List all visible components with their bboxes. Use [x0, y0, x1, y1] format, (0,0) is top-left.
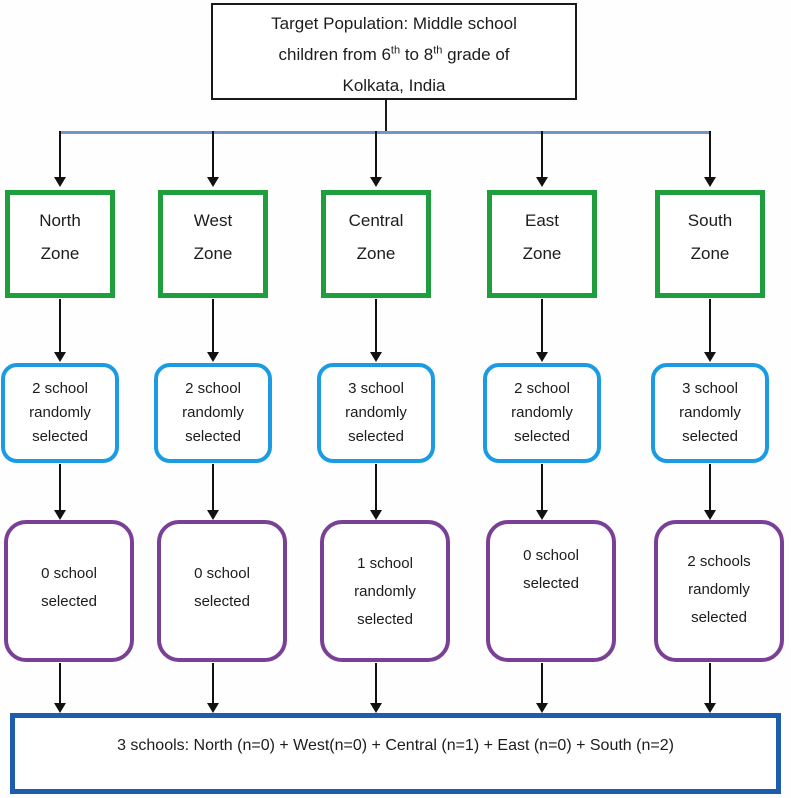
down-arrow-icon [709, 464, 711, 510]
down-arrow-icon [59, 131, 61, 177]
selection-label: selected [523, 575, 579, 592]
selection-label: randomly [688, 581, 750, 598]
down-arrow-icon [375, 131, 377, 177]
sampling-box-east: 2 school randomly selected [483, 363, 601, 463]
sampling-label: 3 school [682, 380, 738, 397]
sampling-label: 3 school [348, 380, 404, 397]
superscript-th: th [390, 44, 401, 57]
zone-box-central: Central Zone [321, 190, 431, 298]
selection-label: 1 school [357, 555, 413, 572]
down-arrow-icon [212, 131, 214, 177]
down-arrow-icon [59, 299, 61, 352]
sampling-box-south: 3 school randomly selected [651, 363, 769, 463]
selection-label: randomly [354, 583, 416, 600]
zone-box-south: South Zone [655, 190, 765, 298]
down-arrow-icon [59, 464, 61, 510]
target-population-box: Target Population: Middle school childre… [211, 3, 577, 100]
down-arrow-icon [709, 131, 711, 177]
target-population-line3: Kolkata, India [342, 76, 446, 95]
target-population-line2-text: to 8 [400, 45, 434, 64]
zone-label: Zone [356, 244, 396, 263]
zone-label: Zone [40, 244, 80, 263]
down-arrow-icon [541, 663, 543, 703]
zone-box-east: East Zone [487, 190, 597, 298]
down-arrow-icon [375, 299, 377, 352]
selection-label: 2 schools [687, 553, 751, 570]
selection-label: selected [357, 611, 413, 628]
selection-label: 0 school [41, 565, 97, 582]
superscript-th: th [433, 44, 443, 57]
target-population-line2-text: grade of [442, 45, 510, 64]
sampling-box-north: 2 school randomly selected [1, 363, 119, 463]
zone-label: North [39, 211, 81, 230]
target-population-line1: Target Population: Middle school [271, 14, 517, 33]
sampling-label: randomly [345, 404, 407, 421]
selection-label: 0 school [194, 565, 250, 582]
sampling-label: 2 school [514, 380, 570, 397]
selection-label: selected [691, 609, 747, 626]
zone-label: Zone [690, 244, 730, 263]
target-population-line2: children from 6th to 8th grade of [213, 39, 575, 70]
connector-stub-line [385, 100, 387, 133]
selection-box-east: 0 school selected [486, 520, 616, 662]
down-arrow-icon [375, 464, 377, 510]
down-arrow-icon [212, 299, 214, 352]
sampling-label: selected [514, 428, 570, 445]
zone-label: Zone [193, 244, 233, 263]
sampling-label: selected [682, 428, 738, 445]
zone-label: Zone [522, 244, 562, 263]
selection-box-south: 2 schools randomly selected [654, 520, 784, 662]
summary-box: 3 schools: North (n=0) + West(n=0) + Cen… [10, 713, 781, 794]
sampling-label: selected [348, 428, 404, 445]
connector-horizontal-line [61, 131, 711, 134]
target-population-line2-text: children from 6 [278, 45, 391, 64]
sampling-label: randomly [182, 404, 244, 421]
selection-box-central: 1 school randomly selected [320, 520, 450, 662]
sampling-label: 2 school [32, 380, 88, 397]
sampling-label: 2 school [185, 380, 241, 397]
zone-label: Central [348, 211, 404, 230]
summary-text: 3 schools: North (n=0) + West(n=0) + Cen… [117, 737, 674, 754]
down-arrow-icon [541, 299, 543, 352]
down-arrow-icon [541, 131, 543, 177]
zone-label: West [193, 211, 233, 230]
selection-box-north: 0 school selected [4, 520, 134, 662]
selection-box-west: 0 school selected [157, 520, 287, 662]
zone-label: South [687, 211, 733, 230]
sampling-label: selected [32, 428, 88, 445]
selection-label: selected [41, 593, 97, 610]
down-arrow-icon [375, 663, 377, 703]
zone-box-west: West Zone [158, 190, 268, 298]
down-arrow-icon [212, 663, 214, 703]
down-arrow-icon [709, 663, 711, 703]
down-arrow-icon [541, 464, 543, 510]
sampling-box-central: 3 school randomly selected [317, 363, 435, 463]
zone-label: East [524, 211, 560, 230]
down-arrow-icon [212, 464, 214, 510]
sampling-box-west: 2 school randomly selected [154, 363, 272, 463]
selection-label: 0 school [523, 547, 579, 564]
down-arrow-icon [59, 663, 61, 703]
selection-label: selected [194, 593, 250, 610]
zone-box-north: North Zone [5, 190, 115, 298]
sampling-label: randomly [511, 404, 573, 421]
down-arrow-icon [709, 299, 711, 352]
sampling-label: randomly [29, 404, 91, 421]
sampling-label: selected [185, 428, 241, 445]
sampling-label: randomly [679, 404, 741, 421]
